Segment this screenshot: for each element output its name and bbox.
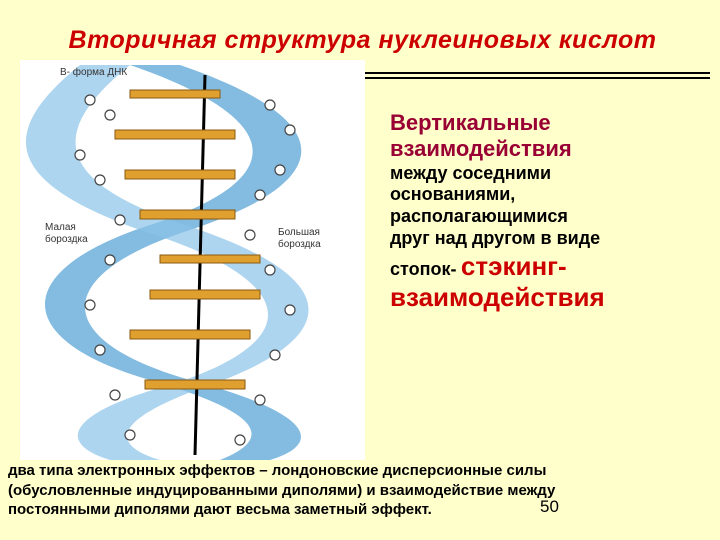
side-line-3: между соседними — [390, 162, 552, 183]
side-line-5: располагающимися — [390, 205, 568, 226]
dna-helix-figure: В- форма ДНК Малая бороздка Большая боро… — [20, 60, 365, 460]
bottom-line-1: два типа электронных эффектов – лондонов… — [8, 462, 547, 479]
base-pair — [144, 379, 246, 390]
bottom-note: два типа электронных эффектов – лондонов… — [8, 461, 688, 520]
page-number: 50 — [540, 497, 559, 516]
stacking-description: Вертикальные взаимодействия между соседн… — [390, 110, 710, 314]
bottom-line-3: постоянными диполями дают весьма заметны… — [8, 501, 432, 518]
figure-label-major-2: бороздка — [278, 238, 321, 250]
title-rule-top — [360, 72, 710, 74]
side-line-4: основаниями, — [390, 184, 516, 205]
base-pair — [129, 89, 221, 99]
figure-label-form: В- форма ДНК — [60, 66, 127, 78]
figure-label-major-1: Большая — [278, 227, 320, 238]
figure-label-minor-1: Малая — [45, 222, 76, 233]
base-pair — [114, 129, 236, 140]
side-line-7-prefix: стопок- — [390, 259, 457, 280]
side-line-1: Вертикальные — [390, 110, 551, 135]
base-pair — [139, 209, 236, 220]
slide-title: Вторичная структура нуклеиновых кислот — [68, 26, 657, 54]
backbone-strand-2 — [25, 65, 309, 460]
side-line-2: взаимодействия — [390, 136, 572, 162]
side-line-6: друг над другом в виде — [390, 227, 601, 248]
stacking-term: стэкинг- — [460, 251, 567, 282]
base-pair — [129, 329, 251, 340]
figure-label-minor-2: бороздка — [45, 233, 88, 245]
title-rule-bottom — [360, 77, 710, 79]
stacking-term-2: взаимодействия — [390, 282, 605, 313]
base-pair — [124, 169, 236, 180]
base-pair — [159, 254, 261, 264]
base-pair — [149, 289, 261, 300]
bottom-line-2: (обусловленные индуцированными диполями)… — [8, 481, 556, 499]
backbone-strand-1 — [45, 65, 302, 460]
